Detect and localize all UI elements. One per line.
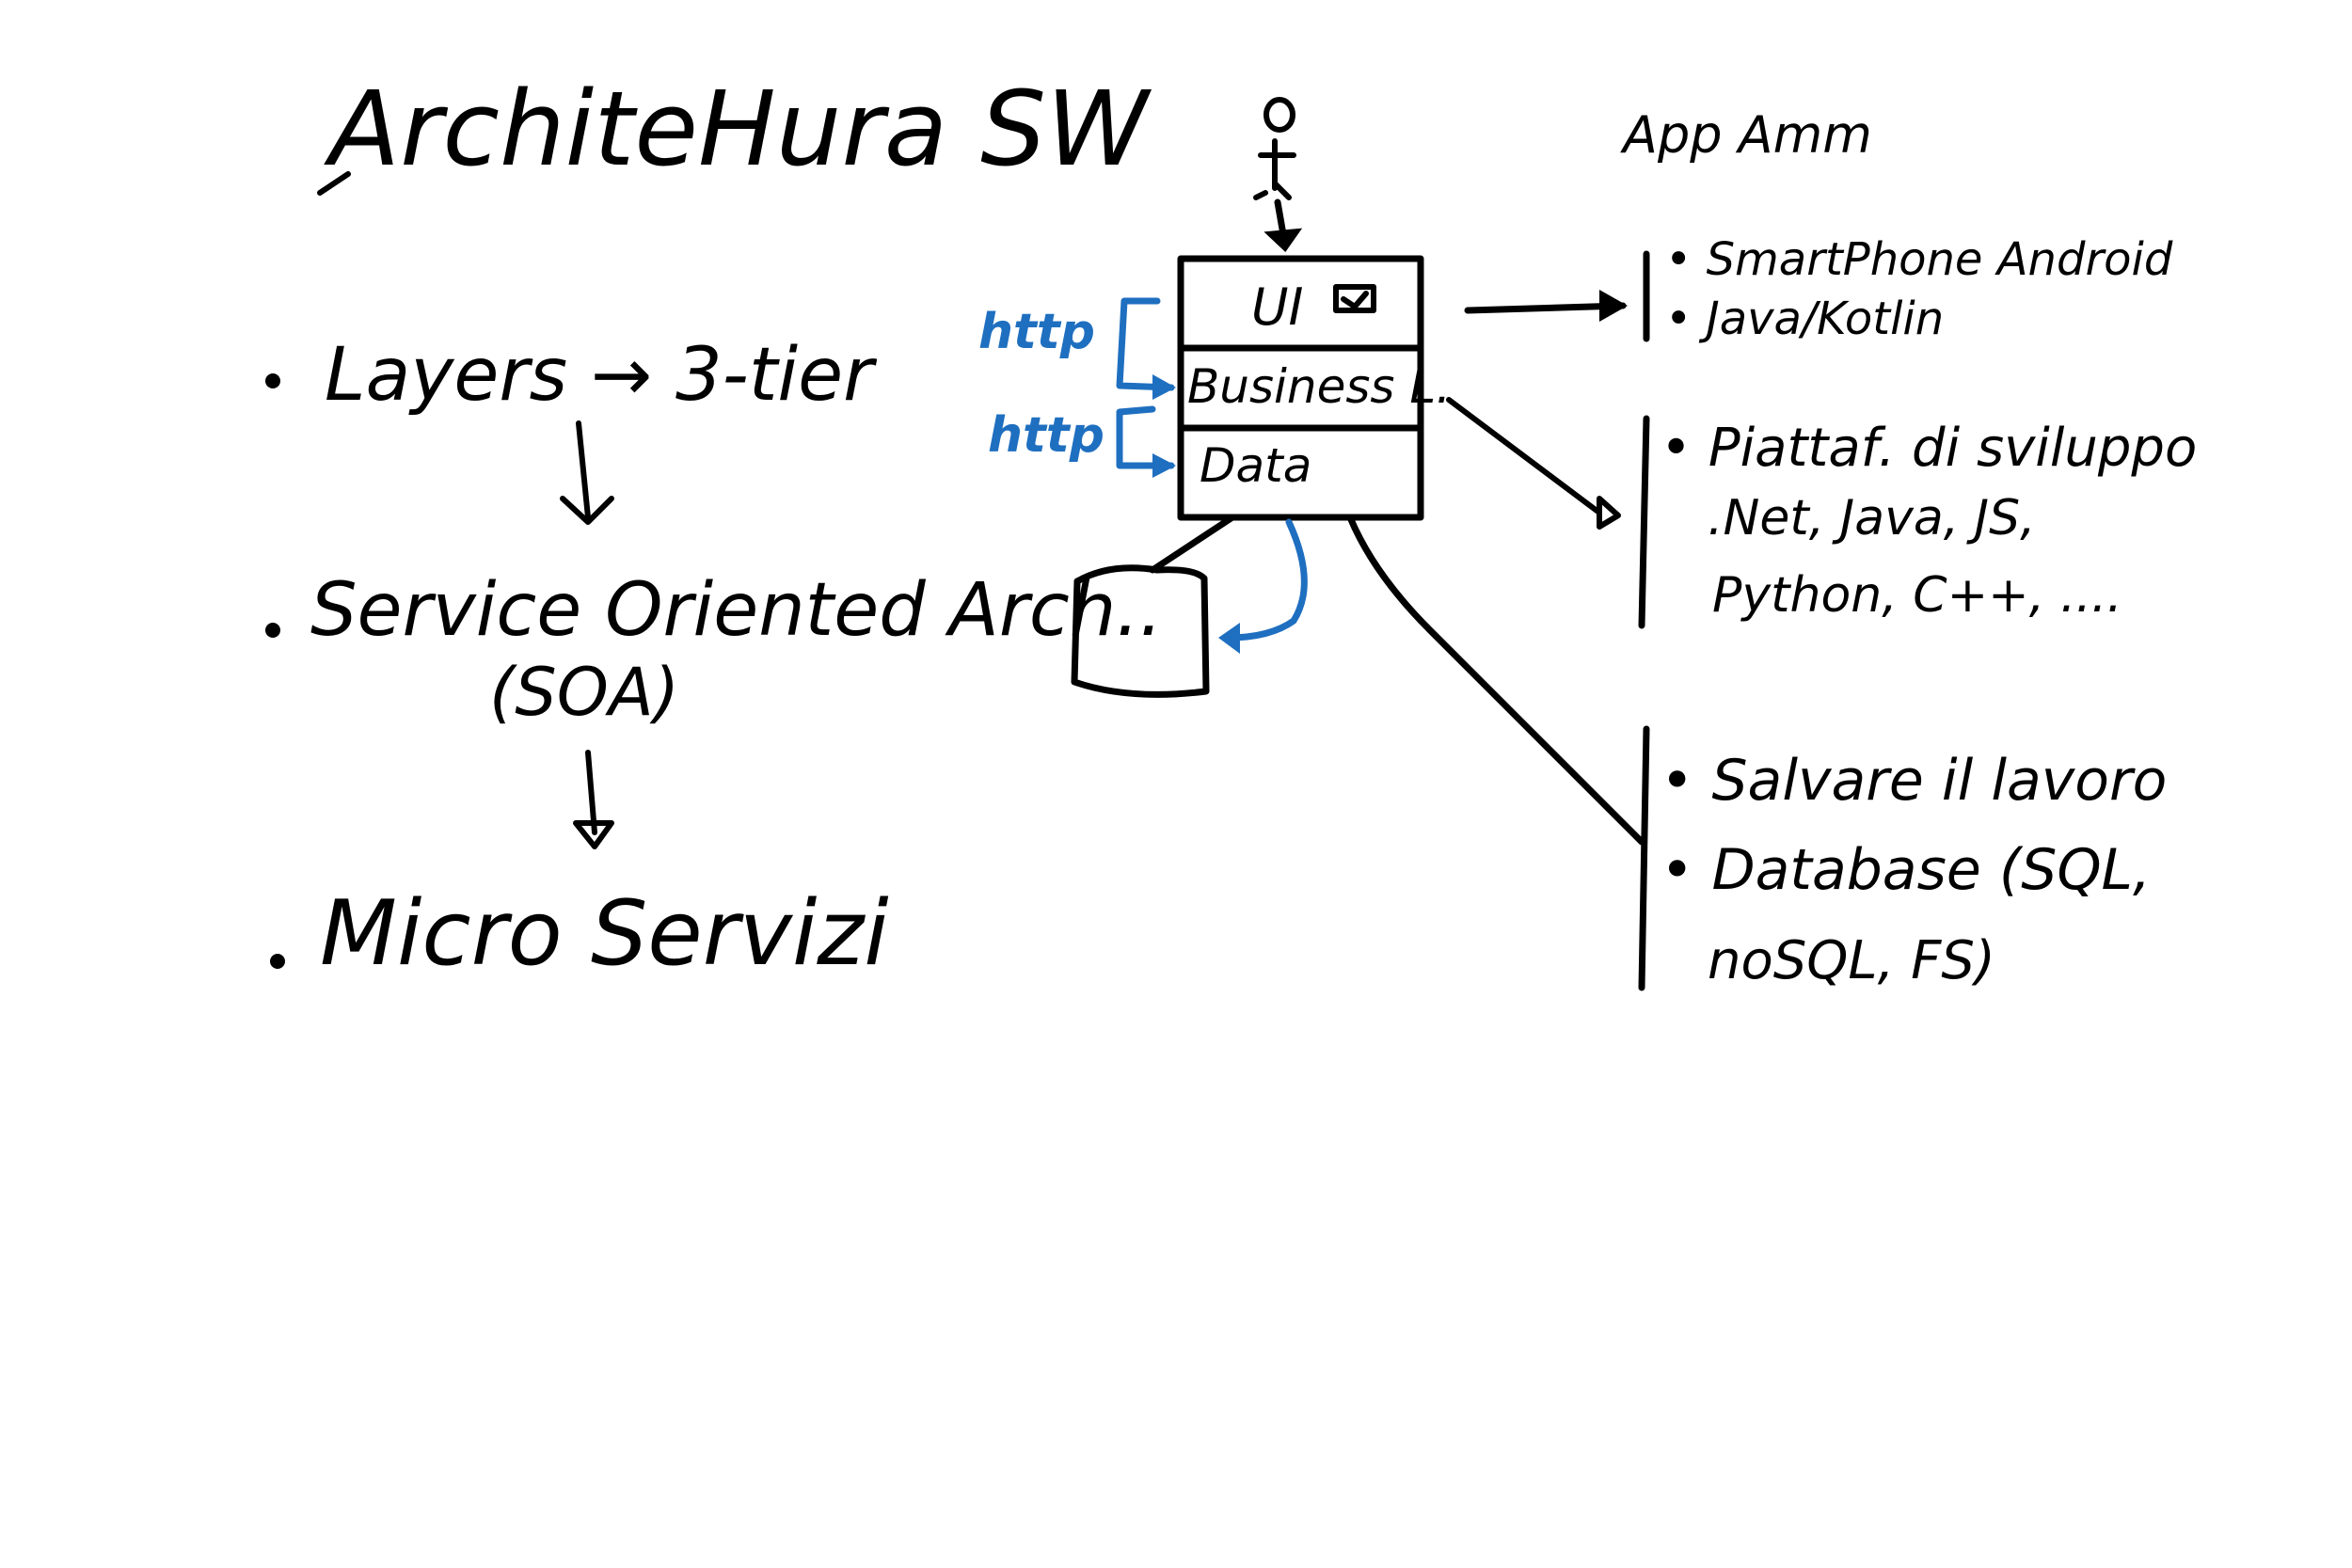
note-ui-line-2: • Java/Kotlin xyxy=(1665,293,1944,345)
layer-data-label: Data xyxy=(1200,438,1311,493)
business-arrowhead xyxy=(1597,496,1621,530)
bracket-business xyxy=(1638,415,1650,629)
data-to-notes-arrow xyxy=(1346,514,1645,846)
screen-icon xyxy=(1333,284,1376,313)
note-data-line-3: noSQL, FS) xyxy=(1708,930,1995,991)
note-business-line-3: Python, C++, .... xyxy=(1712,567,2122,624)
bullet-dot xyxy=(265,373,280,388)
page-title: ArchiteHura SW xyxy=(324,69,1152,189)
list-item-soa: Service Oriented Arch.. xyxy=(310,568,1163,653)
note-business-line-1: • Piattaf. di sviluppo xyxy=(1661,418,2197,479)
business-to-notes-arrow xyxy=(1446,397,1602,515)
list-item-soa-abbr: (SOA) xyxy=(489,654,679,731)
bullet-dot xyxy=(270,954,285,969)
http-arrowhead-bottom xyxy=(1152,453,1176,478)
app-label: App Amm xyxy=(1620,105,1872,165)
ui-arrowhead xyxy=(1599,290,1628,322)
note-ui-line-1: • SmartPhone Android xyxy=(1665,233,2173,286)
layer-business-label: Business L. xyxy=(1187,359,1451,414)
note-data-line-2: • Database (SQL, xyxy=(1661,837,2151,903)
arrowhead xyxy=(560,496,614,525)
layer-stack xyxy=(1177,255,1424,521)
list-item-microservices: Micro Servizi xyxy=(320,882,889,986)
title-underline-stroke xyxy=(317,171,351,196)
arrow-down-icon xyxy=(576,420,591,520)
db-arrowhead xyxy=(1218,623,1240,654)
arrow-down-icon xyxy=(585,750,597,835)
http-arrowhead-top xyxy=(1152,374,1176,400)
note-business-line-2: .Net, Java, JS, xyxy=(1708,490,2036,546)
note-data-line-1: • Salvare il lavoro xyxy=(1661,748,2167,814)
database-icon xyxy=(1071,514,1236,698)
protocol-label-bottom: http xyxy=(988,407,1104,464)
http-connector-top xyxy=(1116,297,1175,391)
bullet-dot xyxy=(265,623,280,638)
layer-ui-label: UI xyxy=(1251,277,1303,337)
user-icon xyxy=(1253,97,1303,253)
list-item-layers: Layers → 3-tier xyxy=(325,333,878,418)
http-connector-bottom xyxy=(1116,405,1175,469)
ui-to-notes-arrow xyxy=(1464,302,1627,314)
data-to-db-arrow xyxy=(1224,518,1308,641)
bracket-data xyxy=(1638,725,1650,991)
protocol-label-top: http xyxy=(978,304,1095,360)
arrowhead-hollow xyxy=(573,820,614,849)
